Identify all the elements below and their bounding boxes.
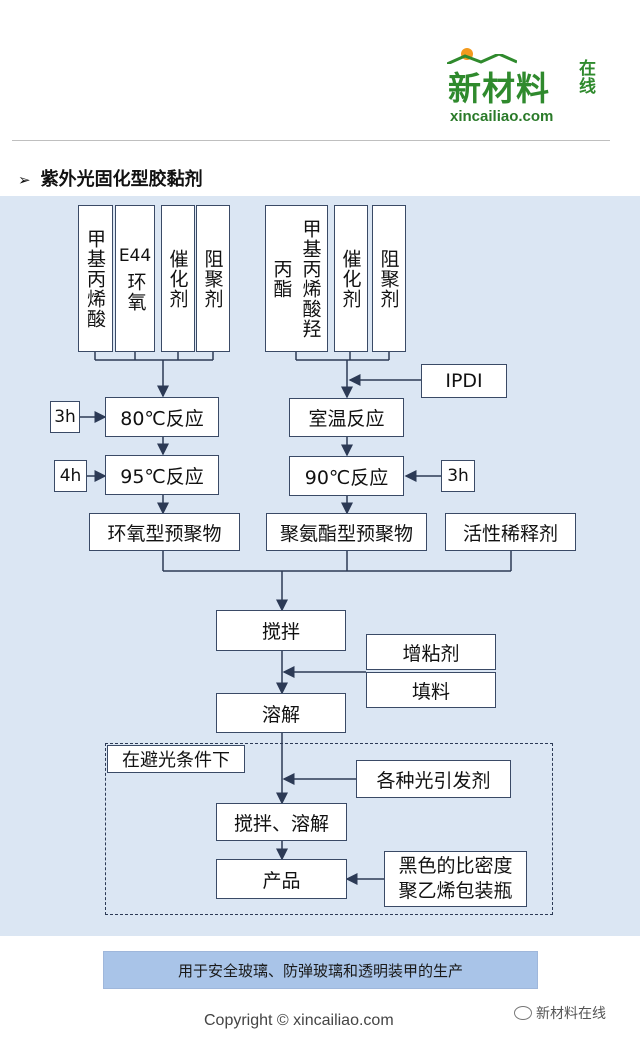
logo-side-text: 在线 — [579, 59, 596, 97]
step-stir-dissolve: 搅拌、溶解 — [216, 803, 347, 841]
time-3h-right: 3h — [441, 460, 475, 492]
time-4h: 4h — [54, 460, 87, 492]
wechat-watermark: 新材料在线 — [514, 1003, 606, 1023]
wechat-account-name: 新材料在线 — [536, 1006, 606, 1022]
photoinitiators: 各种光引发剂 — [356, 760, 511, 798]
roof-icon — [447, 54, 517, 64]
logo-url: xincailiao.com — [450, 108, 554, 125]
logo-main-text: 新材料 — [448, 69, 550, 108]
input-catalyst-left-label: 催化剂 — [166, 248, 189, 309]
final-product: 产品 — [216, 859, 347, 899]
light-protected-note: 在避光条件下 — [107, 745, 245, 773]
input-ipdi: IPDI — [421, 364, 507, 398]
input-inhibitor-right: 阻聚剂 — [372, 205, 406, 352]
input-catalyst-left: 催化剂 — [161, 205, 195, 352]
packaging-line-1: 黑色的比密度 — [398, 855, 513, 877]
input-inhibitor-right-label: 阻聚剂 — [377, 248, 400, 309]
light-protected-zone — [105, 743, 553, 915]
header-divider — [12, 140, 610, 141]
additive-filler: 填料 — [366, 672, 496, 708]
brand-logo: 新材料 在线 xincailiao.com — [440, 48, 610, 130]
step-95c-reaction: 95℃反应 — [105, 455, 219, 495]
additive-tackifier: 增粘剂 — [366, 634, 496, 670]
wechat-icon — [514, 1006, 532, 1020]
epoxy-prepolymer: 环氧型预聚物 — [89, 513, 240, 551]
input-hydroxypropyl-methacrylate: 甲基丙烯酸羟 丙酯 — [265, 205, 328, 352]
input-inhibitor-left: 阻聚剂 — [196, 205, 230, 352]
polyurethane-prepolymer: 聚氨酯型预聚物 — [266, 513, 427, 551]
input-methacrylic-acid: 甲基丙烯酸 — [78, 205, 113, 352]
page-title-text: 紫外光固化型胶黏剂 — [40, 169, 203, 190]
input-hpma-col1: 甲基丙烯酸羟 — [299, 218, 322, 339]
step-room-temp-reaction: 室温反应 — [289, 398, 404, 437]
input-e44-label: 环氧 — [124, 272, 147, 312]
step-dissolve: 溶解 — [216, 693, 346, 733]
input-inhibitor-left-label: 阻聚剂 — [201, 248, 224, 309]
input-e44-code: E44 — [118, 246, 152, 266]
time-3h-left: 3h — [50, 401, 80, 433]
step-80c-reaction: 80℃反应 — [105, 397, 219, 437]
packaging-bottle: 黑色的比密度 聚乙烯包装瓶 — [384, 851, 527, 907]
input-methacrylic-acid-label: 甲基丙烯酸 — [84, 228, 106, 329]
input-e44-epoxy: E44 环氧 — [115, 205, 155, 352]
bullet-arrow-icon: ➢ — [18, 171, 31, 189]
input-hpma-col2: 丙酯 — [270, 258, 293, 299]
packaging-line-2: 聚乙烯包装瓶 — [398, 880, 513, 902]
copyright-text: Copyright © xincailiao.com — [204, 1012, 394, 1029]
input-catalyst-right: 催化剂 — [334, 205, 368, 352]
input-catalyst-right-label: 催化剂 — [339, 248, 362, 309]
application-banner: 用于安全玻璃、防弹玻璃和透明装甲的生产 — [103, 951, 538, 989]
step-90c-reaction: 90℃反应 — [289, 456, 404, 496]
step-stir: 搅拌 — [216, 610, 346, 651]
page-title: ➢ 紫外光固化型胶黏剂 — [18, 165, 203, 191]
reactive-diluent: 活性稀释剂 — [445, 513, 576, 551]
